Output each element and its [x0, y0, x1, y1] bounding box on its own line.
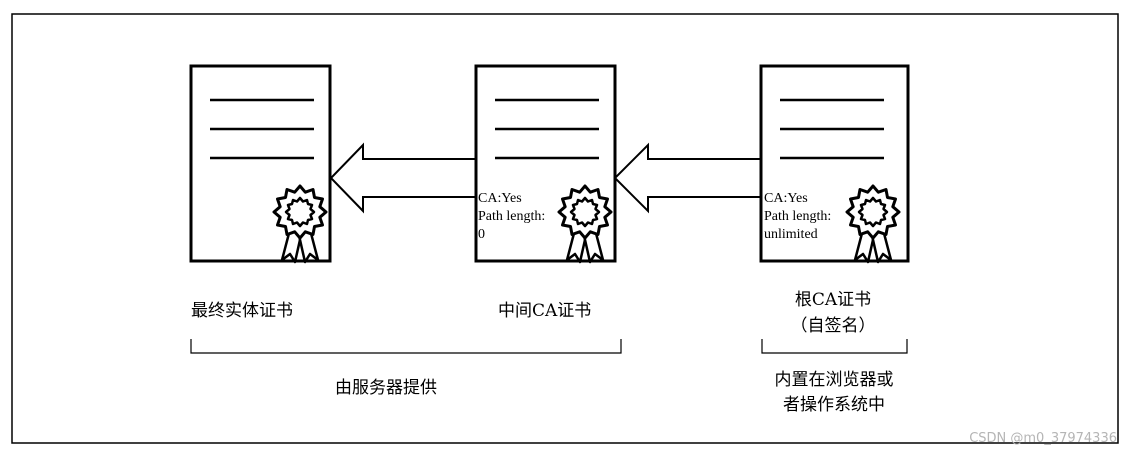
intermediate-ca-certificate: CA:Yes Path length: 0 — [474, 64, 617, 264]
root-ca-flag: CA:Yes — [764, 191, 808, 206]
intermediate-path-length-value: 0 — [478, 227, 485, 242]
root-path-length-label: Path length: — [764, 209, 831, 224]
end-entity-certificate — [189, 64, 332, 264]
arrow-root-to-intermediate — [613, 142, 763, 214]
builtin-group-label-line2: 者操作系统中 — [783, 395, 885, 415]
watermark: CSDN @m0_37974336 — [969, 431, 1117, 446]
builtin-group-label-line1: 内置在浏览器或 — [775, 370, 894, 390]
intermediate-ca-flag: CA:Yes — [478, 191, 522, 206]
builtin-bracket — [761, 339, 908, 354]
root-ca-certificate: CA:Yes Path length: unlimited — [759, 64, 910, 264]
root-path-length-value: unlimited — [764, 227, 818, 242]
intermediate-caption: 中间CA证书 — [498, 301, 591, 321]
server-bracket — [190, 339, 622, 354]
root-self-signed-caption: （自签名） — [791, 316, 876, 336]
outer-frame — [11, 13, 1119, 444]
end-entity-caption: 最终实体证书 — [191, 301, 293, 321]
arrow-intermediate-to-end — [329, 142, 478, 214]
intermediate-path-length-label: Path length: — [478, 209, 545, 224]
server-group-label: 由服务器提供 — [335, 378, 437, 398]
root-caption: 根CA证书 — [795, 290, 871, 310]
